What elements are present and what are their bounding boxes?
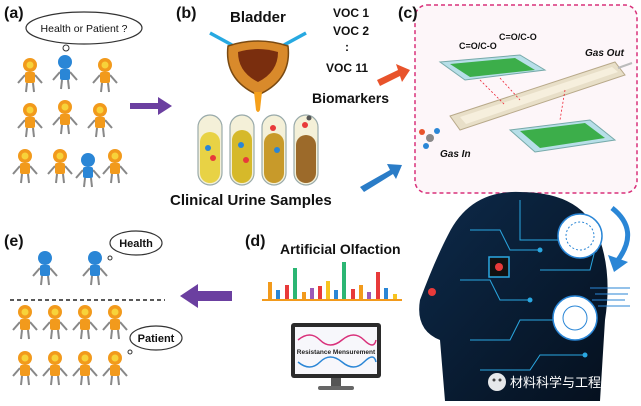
patient-person: [17, 102, 43, 138]
arrow-red-icon: [377, 64, 410, 86]
circuit-lines: [460, 200, 596, 371]
patient-bubble: [129, 325, 183, 351]
urine-drop-icon: [254, 92, 262, 112]
connection-lines: [479, 77, 566, 121]
patient-person: [17, 57, 43, 93]
population-group: [12, 54, 128, 188]
thought-bubble-dot: [107, 255, 113, 261]
wechat-icon: [488, 373, 506, 391]
panel-b-label: (b): [176, 5, 196, 22]
sensor-zoom-ring: [562, 305, 588, 331]
patient-group: [12, 304, 128, 386]
arrow-in-icon: [209, 31, 233, 47]
patient-person: [72, 304, 98, 340]
molecule-dot: [274, 147, 280, 153]
thought-bubble-dot: [62, 44, 70, 52]
health-bubble: [109, 230, 163, 256]
functional-group-left: C=O/C-O: [459, 41, 497, 51]
patient-person: [102, 350, 128, 386]
gas-molecule-icon: [419, 128, 440, 149]
patient-person: [42, 350, 68, 386]
patient-person: [92, 57, 118, 93]
healthy-person: [82, 250, 108, 286]
signal-bars: [262, 262, 402, 301]
voc-item: :: [345, 40, 349, 54]
panel-c-label: (c): [398, 5, 418, 22]
urine-sample: [232, 130, 252, 183]
arrow-right-icon: [130, 97, 172, 115]
test-tubes: [197, 114, 319, 186]
healthy-person: [32, 250, 58, 286]
gas-channel: [460, 67, 618, 124]
sensor-zoom-icon: [557, 213, 603, 259]
molecule-dot: [306, 115, 312, 121]
arrow-in-icon: [283, 31, 307, 47]
sensor-electrode: [450, 58, 535, 77]
signal-curve: [297, 356, 377, 368]
watermark-text: 材料科学与工程: [510, 375, 601, 390]
patient-person: [87, 102, 113, 138]
patient-person: [102, 304, 128, 340]
patient-person: [52, 99, 78, 135]
panel-a-label: (a): [4, 5, 24, 22]
patient-person: [12, 304, 38, 340]
olfaction-title: Artificial Olfaction: [280, 241, 401, 257]
eye-icon: [428, 288, 436, 296]
patient-person: [47, 148, 73, 184]
signal-curve: [297, 334, 377, 346]
healthy-person: [52, 54, 78, 90]
sensor-electrode: [520, 123, 605, 148]
panel-e-label: (e): [4, 233, 24, 250]
monitor-base: [318, 386, 354, 390]
urine-sample: [264, 133, 284, 183]
patient-person: [102, 148, 128, 184]
biomarkers-label: Biomarkers: [312, 90, 389, 106]
chip-core: [495, 263, 503, 271]
watermark: 材料科学与工程: [488, 373, 601, 391]
monitor-stand: [331, 378, 341, 386]
gas-in-label: Gas In: [440, 149, 471, 160]
patient-person: [42, 304, 68, 340]
arrow-left-icon: [180, 284, 232, 308]
panel-d-label: (d): [245, 233, 265, 250]
urine-sample: [296, 135, 316, 183]
thought-bubble: [25, 11, 143, 45]
patient-person: [72, 350, 98, 386]
curved-arrow-icon: [610, 206, 631, 262]
voc-item: VOC 11: [326, 61, 368, 75]
molecule-dot: [302, 122, 308, 128]
molecule-dot: [270, 125, 276, 131]
thought-bubble-dot: [127, 349, 133, 355]
gas-out-label: Gas Out: [585, 48, 625, 59]
voc-item: VOC 2: [333, 24, 369, 38]
urine-sample: [200, 132, 220, 183]
bladder-inner: [238, 49, 278, 82]
samples-label: Clinical Urine Samples: [170, 192, 332, 209]
voc-item: VOC 1: [333, 6, 369, 20]
data-stream-lines: [590, 287, 630, 307]
molecule-dot: [205, 145, 211, 151]
molecule-dot: [238, 142, 244, 148]
gas-outlet: [617, 62, 633, 69]
health-label: Health: [119, 238, 153, 250]
patient-person: [12, 148, 38, 184]
functional-group-right: C=O/C-O: [499, 32, 537, 42]
arrow-blue-icon: [360, 164, 402, 192]
bubble-text: Health or Patient ?: [41, 23, 128, 35]
curved-arrow-head: [608, 255, 628, 272]
patient-person: [12, 350, 38, 386]
sensor-zoom-ring: [565, 221, 595, 251]
sensor-zoom-icon: [552, 295, 598, 341]
bladder-title: Bladder: [230, 9, 286, 26]
monitor-caption: Resistance Mensurement: [297, 349, 376, 356]
healthy-person: [75, 152, 101, 188]
molecule-dot: [210, 155, 216, 161]
molecule-dot: [243, 157, 249, 163]
patient-label: Patient: [138, 333, 175, 345]
